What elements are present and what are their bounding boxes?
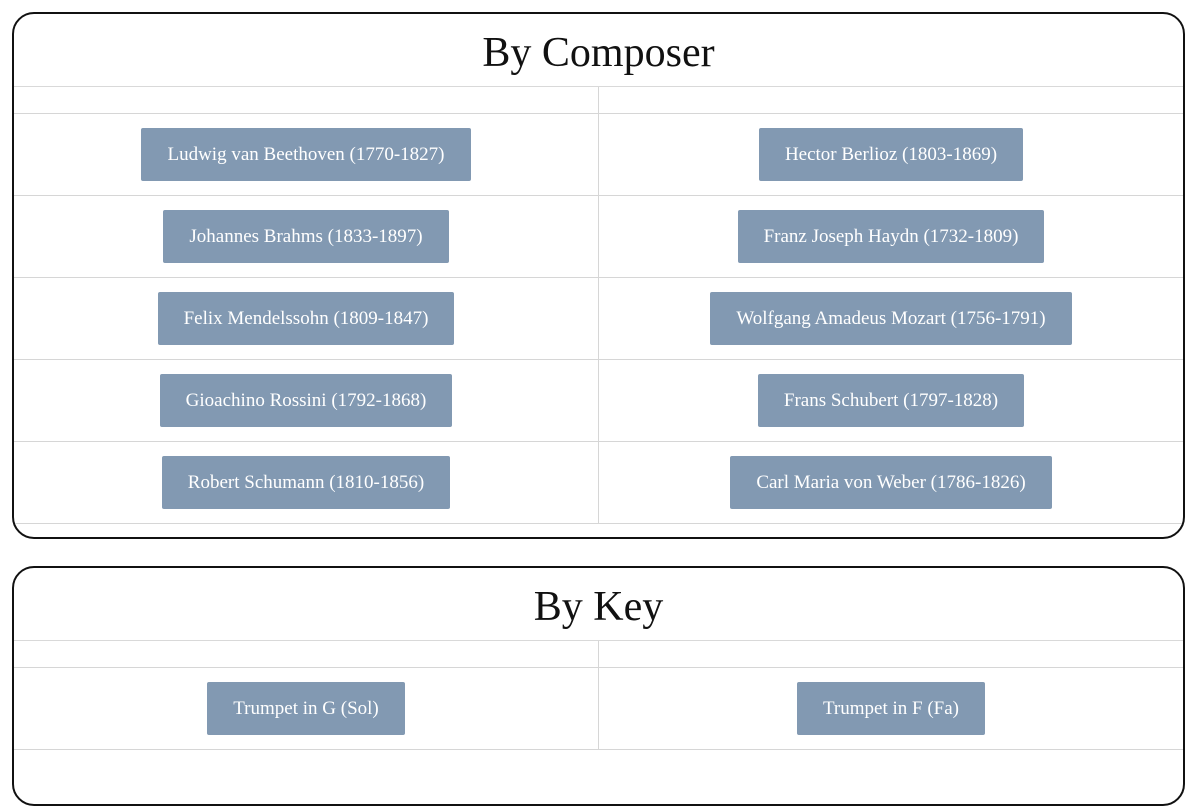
composer-button-rossini[interactable]: Gioachino Rossini (1792-1868) bbox=[159, 374, 453, 427]
composer-button-beethoven[interactable]: Ludwig van Beethoven (1770-1827) bbox=[141, 128, 471, 181]
grid-cell: Hector Berlioz (1803-1869) bbox=[598, 113, 1183, 196]
key-grid-header-row bbox=[14, 641, 1183, 668]
composer-panel: By Composer Ludwig van Beethoven (1770-1… bbox=[12, 12, 1185, 539]
composer-button-weber[interactable]: Carl Maria von Weber (1786-1826) bbox=[730, 456, 1052, 509]
grid-cell: Johannes Brahms (1833-1897) bbox=[14, 195, 599, 278]
key-grid: Trumpet in G (Sol) Trumpet in F (Fa) bbox=[14, 641, 1183, 750]
composer-button-schumann[interactable]: Robert Schumann (1810-1856) bbox=[161, 456, 451, 509]
composer-grid-header-row bbox=[14, 87, 1183, 114]
composer-grid: Ludwig van Beethoven (1770-1827) Hector … bbox=[14, 87, 1183, 524]
table-row: Trumpet in G (Sol) Trumpet in F (Fa) bbox=[14, 667, 1183, 750]
grid-cell: Carl Maria von Weber (1786-1826) bbox=[598, 441, 1183, 524]
grid-cell: Franz Joseph Haydn (1732-1809) bbox=[598, 195, 1183, 278]
table-row: Gioachino Rossini (1792-1868) Frans Schu… bbox=[14, 359, 1183, 442]
composer-button-haydn[interactable]: Franz Joseph Haydn (1732-1809) bbox=[737, 210, 1045, 263]
composer-panel-title: By Composer bbox=[14, 14, 1183, 87]
table-row: Ludwig van Beethoven (1770-1827) Hector … bbox=[14, 113, 1183, 196]
composer-button-brahms[interactable]: Johannes Brahms (1833-1897) bbox=[163, 210, 449, 263]
grid-cell bbox=[14, 87, 599, 114]
grid-cell: Trumpet in G (Sol) bbox=[14, 667, 599, 750]
grid-cell bbox=[598, 87, 1183, 114]
key-panel: By Key Trumpet in G (Sol) Trumpet in F (… bbox=[12, 566, 1185, 806]
grid-cell bbox=[14, 641, 599, 668]
table-row: Johannes Brahms (1833-1897) Franz Joseph… bbox=[14, 195, 1183, 278]
key-button-trumpet-f[interactable]: Trumpet in F (Fa) bbox=[796, 682, 985, 735]
table-row: Felix Mendelssohn (1809-1847) Wolfgang A… bbox=[14, 277, 1183, 360]
grid-cell: Frans Schubert (1797-1828) bbox=[598, 359, 1183, 442]
key-button-trumpet-g[interactable]: Trumpet in G (Sol) bbox=[207, 682, 405, 735]
grid-cell: Ludwig van Beethoven (1770-1827) bbox=[14, 113, 599, 196]
grid-cell: Gioachino Rossini (1792-1868) bbox=[14, 359, 599, 442]
grid-cell: Trumpet in F (Fa) bbox=[598, 667, 1183, 750]
key-panel-title: By Key bbox=[14, 568, 1183, 641]
grid-cell: Wolfgang Amadeus Mozart (1756-1791) bbox=[598, 277, 1183, 360]
composer-button-mozart[interactable]: Wolfgang Amadeus Mozart (1756-1791) bbox=[710, 292, 1072, 345]
grid-cell bbox=[598, 641, 1183, 668]
composer-button-berlioz[interactable]: Hector Berlioz (1803-1869) bbox=[758, 128, 1024, 181]
grid-cell: Robert Schumann (1810-1856) bbox=[14, 441, 599, 524]
grid-cell: Felix Mendelssohn (1809-1847) bbox=[14, 277, 599, 360]
table-row: Robert Schumann (1810-1856) Carl Maria v… bbox=[14, 441, 1183, 524]
composer-button-mendelssohn[interactable]: Felix Mendelssohn (1809-1847) bbox=[157, 292, 455, 345]
composer-button-schubert[interactable]: Frans Schubert (1797-1828) bbox=[757, 374, 1025, 427]
